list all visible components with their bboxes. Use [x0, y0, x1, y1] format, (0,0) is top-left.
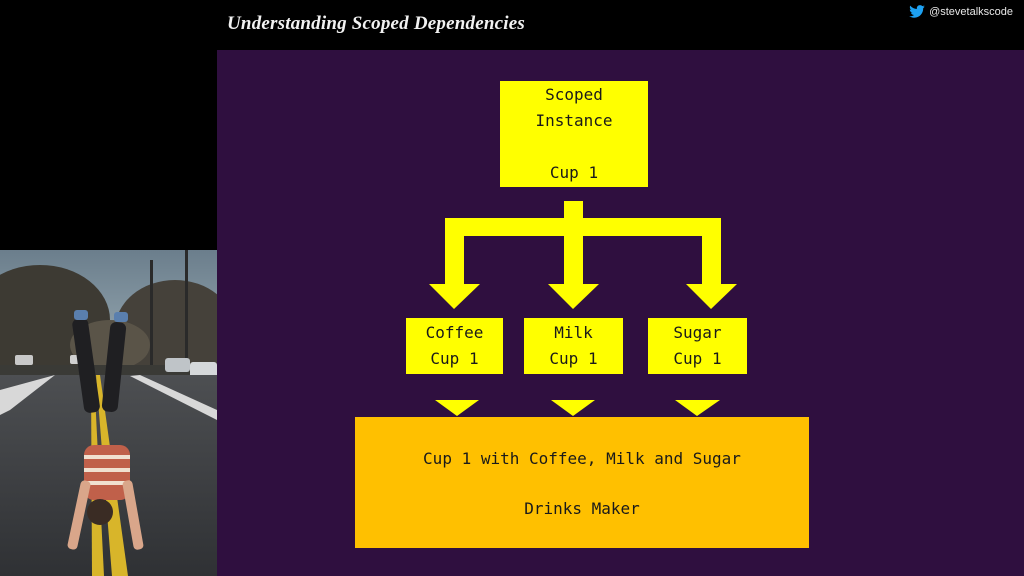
handle-text: @stevetalkscode	[929, 5, 1013, 18]
coffee-cup-label: Cup 1	[430, 349, 479, 368]
milk-arrow-stem	[564, 235, 583, 286]
coffee-label: Coffee	[425, 323, 484, 342]
twitter-handle: @stevetalkscode	[909, 5, 1013, 18]
milk-result-arrow-head	[551, 400, 595, 416]
sugar-label: Sugar	[673, 323, 722, 342]
result-description: Cup 1 with Coffee, Milk and Sugar	[423, 449, 741, 468]
instance-label: Instance	[535, 111, 613, 130]
slide-header: Understanding Scoped Dependencies @steve…	[0, 0, 1024, 50]
scoped-instance-box: Scoped Instance Cup 1	[500, 81, 648, 187]
coffee-result-arrow-head	[435, 400, 479, 416]
milk-box: Milk Cup 1	[524, 318, 623, 374]
handstand-photo	[0, 250, 217, 576]
slide-title: Understanding Scoped Dependencies	[227, 13, 525, 34]
branch-bar	[446, 218, 721, 236]
coffee-box: Coffee Cup 1	[406, 318, 503, 374]
sugar-cup-label: Cup 1	[673, 349, 722, 368]
diagram-canvas: Scoped Instance Cup 1 Coffee Cup 1 Milk …	[217, 50, 1024, 576]
sugar-result-arrow-head	[675, 400, 720, 416]
sugar-arrow-head	[686, 284, 737, 309]
coffee-arrow-head	[429, 284, 480, 309]
milk-label: Milk	[554, 323, 593, 342]
twitter-bird-icon	[909, 5, 925, 18]
dependency-arrows	[429, 201, 737, 416]
sugar-box: Sugar Cup 1	[648, 318, 747, 374]
sugar-arrow-stem	[702, 218, 721, 286]
scoped-cup-label: Cup 1	[549, 163, 599, 182]
drinks-maker-box: Cup 1 with Coffee, Milk and Sugar Drinks…	[355, 417, 809, 548]
drinks-maker-label: Drinks Maker	[524, 499, 640, 518]
scoped-label: Scoped	[545, 85, 603, 104]
milk-cup-label: Cup 1	[549, 349, 598, 368]
coffee-arrow-stem	[445, 218, 464, 286]
milk-arrow-head	[548, 284, 599, 309]
